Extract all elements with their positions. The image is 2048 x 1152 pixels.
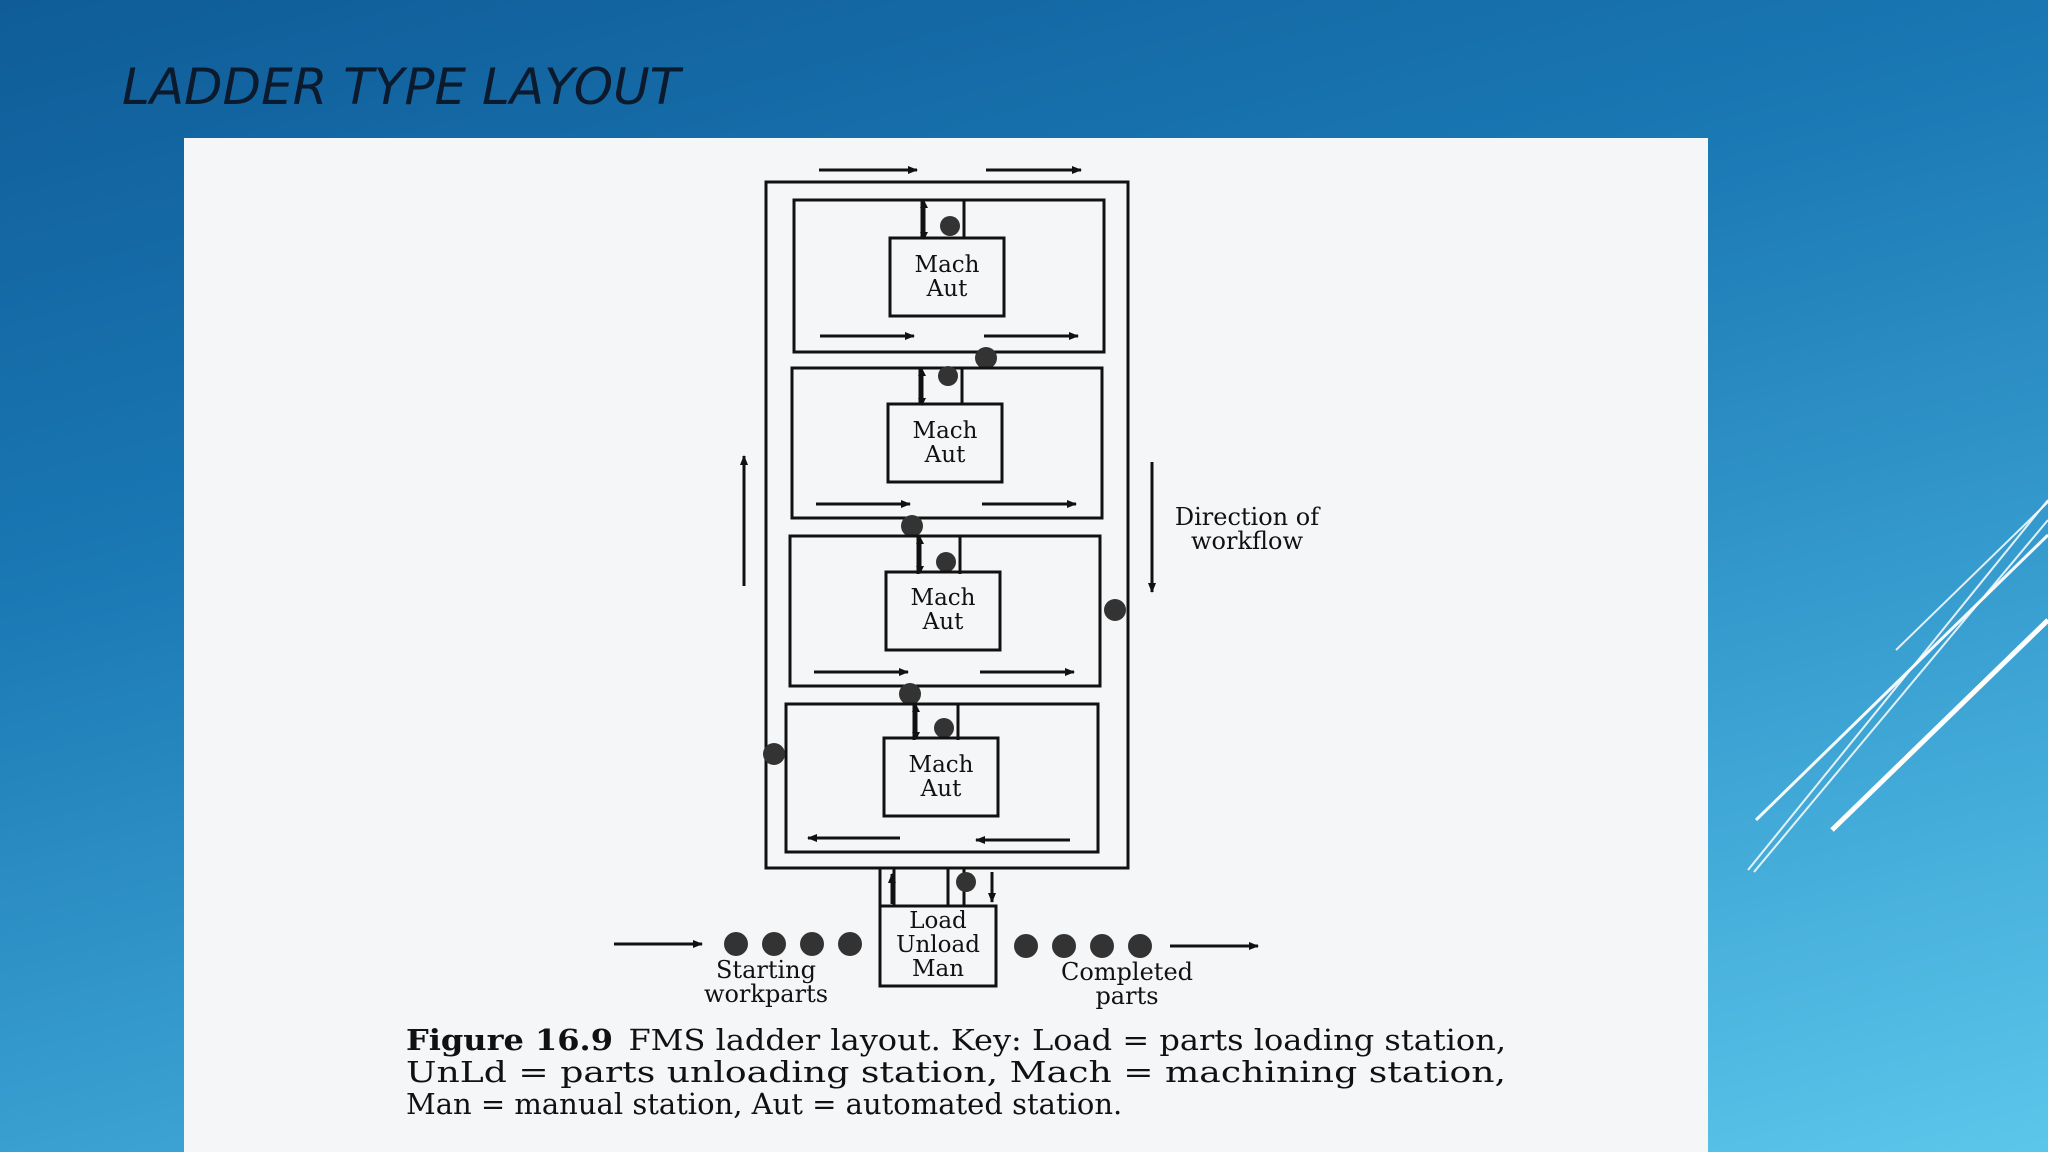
station-2: Mach Aut [790,366,1104,520]
station-label: Aut [924,442,966,468]
workpart-dot [800,932,824,956]
station-loop [784,702,1100,854]
machine-box [884,570,1002,652]
unload-label: Unload [896,932,980,958]
pallet-dot [956,872,976,892]
direction-label: workflow [1191,527,1303,555]
completed-dot [1052,934,1076,958]
station-label: Aut [920,776,962,802]
station-label: Mach [915,252,980,278]
completed-dot [1128,934,1152,958]
station-3: Mach Aut [788,534,1102,688]
starting-label: Starting [716,956,816,984]
station-label: Aut [926,276,968,302]
station-1: Mach Aut [792,198,1106,354]
completed-dot [1014,934,1038,958]
station-label: Mach [909,752,974,778]
station-4: Mach Aut [784,702,1100,854]
completed-label: Completed [1061,958,1193,986]
figure-number: Figure 16.9 [406,1023,613,1057]
caption-text: FMS ladder layout. Key: Load = parts loa… [628,1023,1506,1057]
station-label: Mach [913,418,978,444]
load-unload-station: Load Unload Man [878,868,998,988]
workpart-dot [762,932,786,956]
decorative-lines [1747,499,2048,873]
station-label: Mach [911,585,976,611]
figure-panel: Mach Aut Mach Aut Mach [184,138,1708,1152]
load-unload-box [878,904,998,988]
direction-label: Direction of [1175,503,1321,531]
machine-box [888,236,1006,318]
pallet-dot [936,552,956,572]
station-label: Aut [922,609,964,635]
pallet-dot [899,683,921,705]
pallet-dot [938,366,958,386]
workpart-dot [724,932,748,956]
figure-caption-line-1: Figure 16.9 FMS ladder layout. Key: Load … [406,1023,1506,1057]
starting-label: workparts [704,980,828,1008]
load-label: Load [909,908,967,934]
man-label: Man [912,956,964,982]
station-loop [792,198,1106,354]
pallet-dot [1104,599,1126,621]
pallet-dot [975,347,997,369]
workpart-dot [838,932,862,956]
figure-caption-line-3: Man = manual station, Aut = automated st… [406,1087,1122,1121]
pallet-dot [901,515,923,537]
figure-caption-line-2: UnLd = parts unloading station, Mach = m… [406,1055,1506,1089]
station-loop [788,534,1102,688]
pallet-dot [934,718,954,738]
pallet-dot [940,216,960,236]
ladder-layout-diagram: Mach Aut Mach Aut Mach [406,166,1506,1121]
machine-box [882,736,1000,818]
machine-box [886,402,1004,484]
pallet-dot [763,743,785,765]
completed-dot [1090,934,1114,958]
completed-label: parts [1095,982,1158,1010]
slide-title: LADDER TYPE LAYOUT [122,58,681,116]
